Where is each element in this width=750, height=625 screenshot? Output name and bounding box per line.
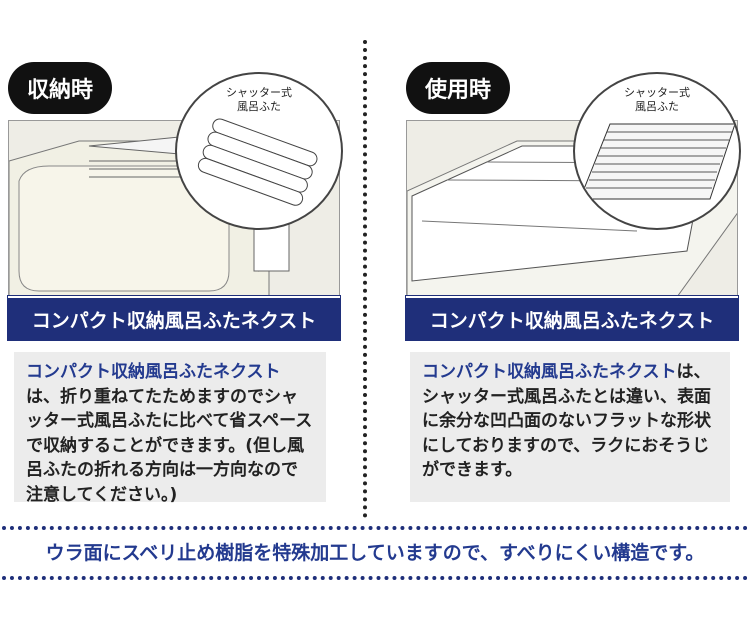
product-banner: コンパクト収納風呂ふたネクスト [405, 295, 739, 341]
footer-bottom-divider [2, 576, 748, 580]
inset-caption: シャッター式 [226, 86, 292, 99]
storage-description: コンパクト収納風呂ふたネクストは、折り重ねてたためますのでシャッター式風呂ふたに… [14, 352, 326, 505]
product-name: コンパクト収納風呂ふたネクスト [26, 362, 281, 382]
product-banner: コンパクト収納風呂ふたネクスト [7, 295, 341, 341]
shutter-lid-inset: シャッター式風呂ふた [573, 72, 741, 230]
inset-caption: シャッター式 [624, 86, 690, 99]
inset-caption: 風呂ふた [237, 100, 281, 113]
usage-label: 使用時 [406, 62, 510, 114]
description-text: は、シャッター式風呂ふたとは違い、表面に余分な凹凸面のないフラットな形状にしてお… [422, 362, 711, 480]
shutter-lid-inset: シャッター式風呂ふた [175, 72, 343, 230]
inset-caption: 風呂ふた [635, 100, 679, 113]
vertical-divider [363, 40, 367, 518]
storage-label: 収納時 [8, 62, 112, 114]
usage-panel: 使用時 シャッター式風呂ふた コンパクト収納風呂ふたネクスト コンパクト収納風呂… [398, 0, 741, 510]
storage-panel: 収納時 シャッター式風呂ふた コンパクト収納風呂ふたネクスト コンパクト収納風呂… [0, 0, 343, 510]
product-name: コンパクト収納風呂ふたネクスト [422, 362, 677, 382]
footer-top-divider [2, 526, 748, 530]
footer-note: ウラ面にスベリ止め樹脂を特殊加工していますので、すべりにくい構造です。 [45, 542, 705, 564]
usage-description: コンパクト収納風呂ふたネクストは、シャッター式風呂ふたとは違い、表面に余分な凹凸… [410, 352, 730, 502]
description-text: は、折り重ねてたためますのでシャッター式風呂ふたに比べて省スペースで収納すること… [26, 386, 313, 505]
